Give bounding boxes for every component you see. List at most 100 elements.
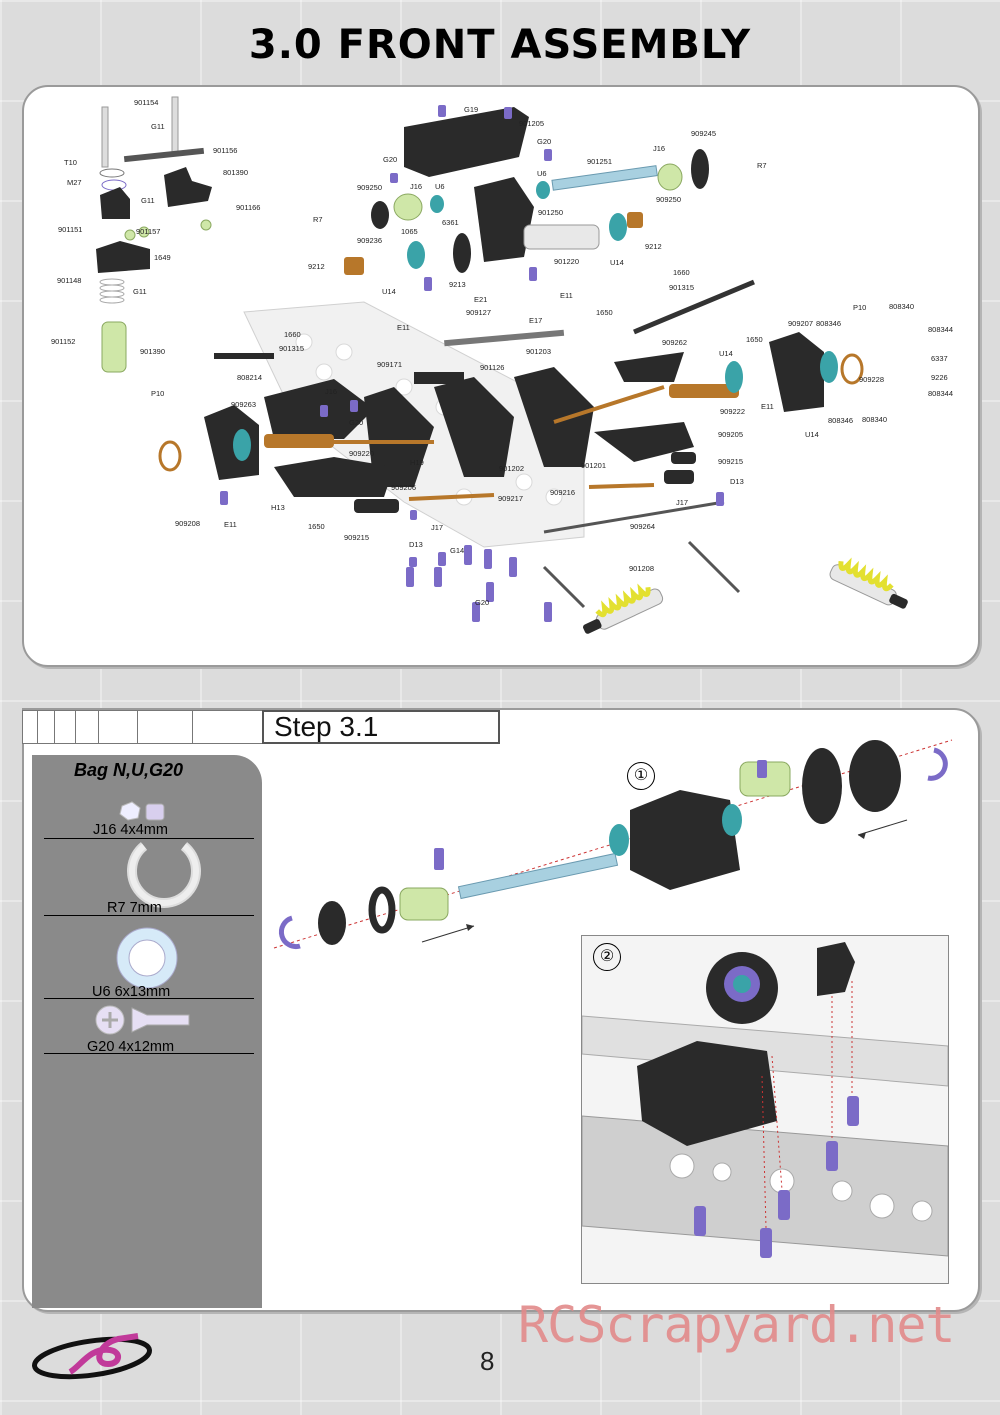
part-callout-label: 1650 (308, 522, 325, 531)
step-callout-1: ① (627, 762, 655, 790)
exploded-view-diagram: 901154G11901156T10M27801390G119011669011… (51, 96, 953, 634)
part-callout-label: J17 (431, 523, 443, 532)
part-callout-label: 9212 (308, 262, 325, 271)
part-callout-label: 901390 (140, 347, 165, 356)
step2-drawing (582, 942, 948, 1258)
part-callout-label: 901315 (669, 283, 694, 292)
step-callout-2: ② (593, 943, 621, 971)
part-callout-label: 901166 (236, 203, 260, 212)
part-callout-label: 1649 (154, 253, 171, 262)
part-callout-label: M27 (67, 178, 82, 187)
part-callout-label: 909262 (662, 338, 687, 347)
part-callout-label: 909215 (344, 533, 369, 542)
part-callout-label: E11 (224, 520, 237, 529)
part-callout-label: 909245 (691, 129, 716, 138)
part-callout-label: U14 (382, 287, 396, 296)
step-tab (75, 710, 98, 744)
watermark-text: RCScrapyard.net (518, 1296, 956, 1354)
step-tab-strip (22, 710, 268, 744)
part-callout-label: 6361 (442, 218, 459, 227)
part-callout-label: 9212 (645, 242, 662, 251)
part-callout-label: 1650 (596, 308, 613, 317)
part-callout-label: 901152 (51, 337, 75, 346)
part-callout-label: 901126 (480, 363, 504, 372)
part-callout-label: 9213 (449, 280, 466, 289)
step2-inset (581, 935, 949, 1284)
part-callout-label: G20 (475, 598, 489, 607)
part-callout-label: 901203 (526, 347, 551, 356)
part-callout-label: 909222 (720, 407, 745, 416)
part-label-j16: J16 4x4mm (93, 822, 168, 838)
part-callout-label: U14 (610, 258, 624, 267)
part-callout-label: 808214 (237, 373, 262, 382)
part-callout-label: 909250 (357, 183, 382, 192)
part-callout-label: 808346 (816, 319, 841, 328)
part-callout-label: 901220 (554, 257, 579, 266)
bulkhead-upper (344, 107, 709, 275)
part-label-layer: 901154G11901156T10M27801390G119011669011… (51, 98, 953, 607)
part-callout-label: G20 (383, 155, 397, 164)
part-callout-label: R7 (313, 215, 323, 224)
shock-absorbers (583, 557, 908, 634)
part-callout-label: 909171 (377, 360, 402, 369)
part-callout-label: 808340 (862, 415, 887, 424)
step1-assembly-drawing (273, 739, 953, 950)
part-callout-label: 909216 (550, 488, 575, 497)
steering-assembly (96, 96, 212, 373)
suspension-arms (158, 279, 864, 609)
step-tab (22, 710, 37, 744)
part-callout-label: 909207 (788, 319, 813, 328)
part-callout-label: U14 (719, 349, 733, 358)
part-callout-label: 901250 (538, 208, 563, 217)
countersunk-screw-icon (95, 1005, 190, 1035)
part-label-g20: G20 4x12mm (87, 1039, 175, 1055)
part-callout-label: J17 (676, 498, 688, 507)
part-divider (44, 1053, 254, 1054)
step-tab (192, 710, 268, 744)
part-callout-label: P10 (151, 389, 164, 398)
part-callout-label: 909127 (466, 308, 491, 317)
part-callout-label: H13 (271, 503, 285, 512)
part-callout-label: 909263 (231, 400, 256, 409)
part-callout-label: J16 (410, 182, 422, 191)
brand-logo (32, 1333, 152, 1380)
part-divider (44, 838, 254, 839)
part-callout-label: 909264 (630, 522, 655, 531)
step-tab (54, 710, 75, 744)
part-callout-label: 901156 (213, 146, 237, 155)
part-callout-label: E17 (529, 316, 542, 325)
part-callout-label: E21 (474, 295, 487, 304)
part-callout-label: 808340 (889, 302, 914, 311)
bearing-icon (116, 927, 178, 989)
part-callout-label: 909206 (391, 483, 416, 492)
part-callout-label: 1650 (746, 335, 763, 344)
parts-bag-sidebar (32, 755, 262, 1308)
part-callout-label: 801390 (223, 168, 248, 177)
part-callout-label: 808344 (928, 325, 953, 334)
part-callout-label: H19 (410, 458, 424, 467)
step-tab (98, 710, 137, 744)
step-tab (37, 710, 54, 744)
e-clip-icon (127, 842, 201, 908)
part-callout-label: 909215 (718, 457, 743, 466)
part-callout-label: G14 (450, 546, 464, 555)
part-callout-label: G20 (349, 418, 363, 427)
part-callout-label: 901315 (279, 344, 304, 353)
part-callout-label: 901202 (499, 464, 524, 473)
page-number: 8 (480, 1346, 495, 1376)
part-callout-label: 901157 (136, 227, 160, 236)
part-callout-label: 909217 (498, 494, 523, 503)
bag-title: Bag N,U,G20 (74, 760, 184, 780)
step-title: Step 3.1 (262, 710, 500, 744)
part-callout-label: E11 (560, 291, 573, 300)
part-callout-label: 1065 (401, 227, 418, 236)
part-label-r7: R7 7mm (107, 900, 162, 916)
part-callout-label: 901208 (629, 564, 654, 573)
part-callout-label: 901148 (57, 276, 81, 285)
part-divider (44, 998, 254, 999)
part-callout-label: G19 (464, 105, 478, 114)
part-callout-label: J16 (325, 387, 337, 396)
part-callout-label: U14 (805, 430, 819, 439)
part-callout-label: 808346 (828, 416, 853, 425)
part-callout-label: 1660 (673, 268, 690, 277)
